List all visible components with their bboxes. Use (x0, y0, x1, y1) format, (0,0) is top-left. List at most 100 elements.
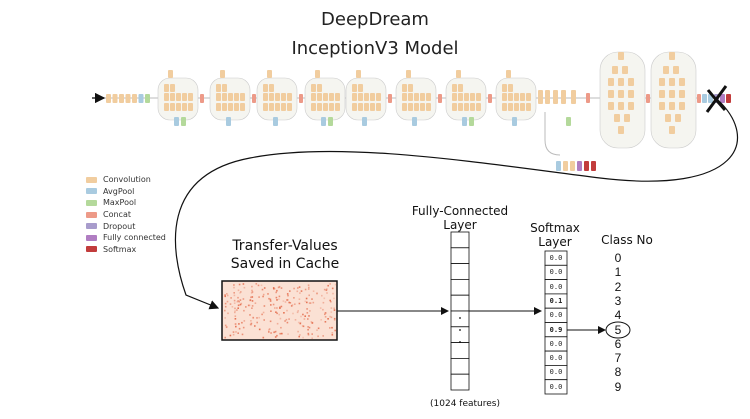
cache-dot (307, 284, 310, 286)
cache-dot (240, 291, 242, 293)
cache-dot (269, 298, 272, 301)
conv-block (526, 93, 531, 101)
class-number: 4 (614, 308, 622, 323)
inception-module (256, 70, 303, 126)
cache-dot (291, 304, 294, 306)
cache-dot (323, 297, 326, 300)
class-number: 6 (614, 336, 622, 351)
cache-dot (272, 303, 275, 306)
cache-dot (334, 329, 336, 332)
cache-dot (263, 305, 266, 307)
cache-dot (331, 334, 334, 336)
cache-dot (279, 332, 281, 335)
cache-dot (274, 336, 277, 338)
conv-block (234, 103, 239, 111)
conv-block (323, 93, 328, 101)
class-number: 2 (614, 279, 622, 294)
concat-block (586, 93, 590, 103)
cache-dot (245, 306, 247, 308)
cache-dot (280, 287, 283, 289)
cache-dot (257, 284, 260, 287)
conv-block (679, 78, 685, 86)
cache-dot (310, 321, 313, 323)
cache-dot (234, 315, 237, 317)
cache-dot (311, 333, 313, 335)
legend-item: Convolution (86, 174, 166, 186)
cache-dot (299, 292, 301, 294)
cache-dot (262, 336, 265, 339)
cache-dot (254, 302, 257, 304)
conv-block (240, 93, 245, 101)
cache-dot (306, 308, 308, 310)
cache-dot (278, 298, 280, 300)
conv-block (311, 103, 316, 111)
cache-dot (234, 311, 236, 314)
cache-dot (302, 336, 304, 339)
conv-block (669, 90, 675, 98)
cache-dot (329, 327, 331, 329)
ellipsis-dot (459, 341, 461, 343)
cache-dot (301, 325, 304, 327)
cache-dot (233, 299, 236, 302)
cache-dot (334, 283, 337, 286)
cache-dot (276, 307, 278, 309)
legend-swatch (86, 188, 97, 195)
class-number: 3 (614, 293, 622, 308)
cache-dot (241, 321, 243, 324)
legend-label: Concat (103, 210, 131, 220)
conv-block (176, 93, 181, 101)
conv-block (323, 103, 328, 111)
cache-dot (293, 287, 295, 290)
cache-dot (322, 335, 324, 337)
avgpool-block (412, 117, 417, 126)
cache-dot (298, 302, 301, 305)
cache-dot (236, 301, 239, 303)
maxpool-block (469, 117, 474, 126)
cache-dot (330, 307, 333, 309)
stem-layers (106, 94, 150, 103)
conv-block (622, 66, 628, 74)
class-number: 9 (614, 379, 622, 394)
conv-block (458, 84, 463, 92)
legend-label: AvgPool (103, 186, 135, 196)
conv-block (263, 103, 268, 111)
conv-block (426, 93, 431, 101)
legend-item: Concat (86, 209, 166, 221)
cache-dot (312, 301, 315, 304)
conv-block (358, 103, 363, 111)
concat-block (697, 94, 701, 103)
cache-dot (234, 323, 237, 325)
conv-block (406, 70, 411, 78)
conv-block (269, 93, 274, 101)
conv-block (263, 93, 268, 101)
cache-dot (321, 294, 323, 297)
conv-block (414, 93, 419, 101)
cache-dot (322, 301, 325, 304)
cache-dot (279, 306, 281, 308)
conv-block (679, 90, 685, 98)
cache-dot (269, 300, 272, 302)
cache-dot (250, 323, 252, 326)
aux-layer-block (584, 161, 589, 171)
conv-block (317, 93, 322, 101)
cache-dot (237, 304, 240, 307)
softmax-value: 0.0 (549, 311, 563, 320)
conv-block (426, 103, 431, 111)
cache-dot (268, 328, 271, 330)
legend-swatch (86, 211, 97, 218)
conv-block (506, 70, 511, 78)
fc-neuron-cell (450, 342, 470, 359)
cache-dot (317, 327, 320, 330)
cache-dot (237, 289, 240, 292)
conv-block (420, 103, 425, 111)
fc-neuron-cell (450, 373, 470, 391)
cache-dot (309, 302, 312, 304)
cache-dot (304, 288, 307, 291)
class-number: 1 (614, 265, 622, 280)
fully-connected-column (450, 231, 470, 391)
cache-dot (311, 337, 313, 340)
conv-block (538, 90, 543, 104)
conv-block (608, 90, 614, 98)
cache-dot (333, 309, 336, 311)
cache-dot (308, 294, 310, 297)
